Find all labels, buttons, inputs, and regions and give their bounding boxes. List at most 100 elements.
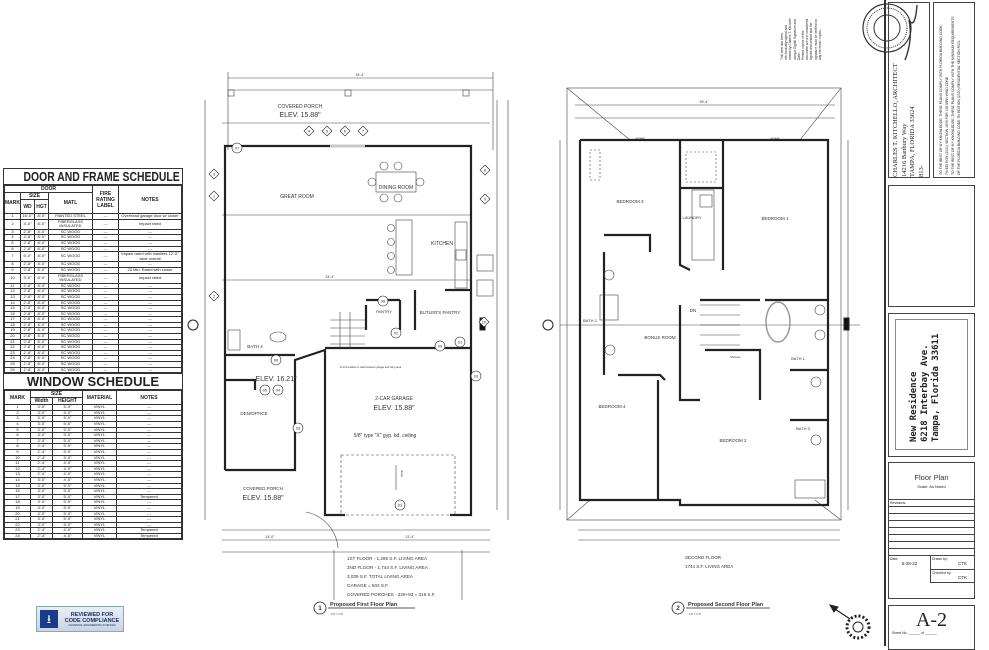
window-tag: 5 bbox=[321, 125, 333, 137]
door-cell: --- bbox=[118, 310, 182, 318]
door-cell: --- bbox=[118, 288, 182, 295]
door-tag: 07 bbox=[231, 142, 243, 154]
first-floor-plan bbox=[204, 72, 509, 553]
sheet-title: Floor Plan bbox=[914, 473, 949, 482]
door-tag: 05 bbox=[259, 384, 271, 396]
project-address: 6218 Interbay Ave. bbox=[920, 344, 930, 442]
window-cell: --- bbox=[116, 432, 182, 439]
drawn-by-value: CTK bbox=[958, 561, 967, 566]
door-tag: 03 bbox=[292, 422, 304, 434]
tag-label: 6 bbox=[344, 129, 347, 134]
window-cell: --- bbox=[116, 437, 182, 445]
second-floor-plan bbox=[559, 87, 860, 541]
height-header: HEIGHT bbox=[52, 397, 83, 406]
checked-by-label: Checked by: bbox=[932, 571, 952, 575]
door-cell: Impact rated with sidelites 12'-0" wide … bbox=[118, 251, 182, 263]
window-cell: --- bbox=[116, 415, 182, 422]
door-cell: --- bbox=[118, 327, 182, 335]
window-cell: --- bbox=[116, 482, 182, 490]
room-label-bath-4: BATH 4 bbox=[247, 344, 263, 349]
seal-note-line: any electronic copies. bbox=[817, 29, 822, 60]
window-tag: 2 bbox=[208, 290, 220, 302]
door-schedule-title: DOOR AND FRAME SCHEDULE bbox=[23, 169, 180, 184]
door-cell: Impact rated bbox=[118, 272, 182, 284]
shelves-note: Shelves bbox=[730, 355, 741, 359]
window-cell: Tempered bbox=[116, 493, 182, 501]
matl-header: MATL bbox=[48, 192, 93, 214]
architect-seal bbox=[862, 3, 918, 61]
tag-label: 7 bbox=[362, 129, 365, 134]
door-tag: 02 bbox=[390, 327, 402, 339]
tag-label: 05 bbox=[263, 388, 268, 393]
code-compliance-box: TO THE BEST OF MY KNOWLEDGE, THESE PLANS… bbox=[933, 2, 975, 178]
door-tag: 10 bbox=[470, 370, 482, 382]
window-cell: --- bbox=[116, 460, 182, 467]
window-cell: Tempered bbox=[116, 532, 182, 540]
window-cell: --- bbox=[116, 404, 182, 411]
blank-box bbox=[888, 185, 975, 307]
dimension-label: 34'-4" bbox=[356, 73, 366, 77]
window-cell: --- bbox=[116, 504, 182, 512]
plan-number: 2 bbox=[676, 606, 680, 612]
revisions-label: Revisions: bbox=[889, 499, 974, 506]
window-tag: 9 bbox=[479, 193, 491, 205]
seal-note-line: sealed by Charles T. Kitchello bbox=[788, 18, 793, 60]
sheet-no-label: Sheet No. ______ of ______ bbox=[892, 631, 937, 635]
project-city: Tampa, Florida 33611 bbox=[931, 333, 941, 442]
window-cell: --- bbox=[116, 449, 182, 456]
seal-note-line: signed and sealed and the bbox=[809, 22, 814, 60]
window-tag: 4 bbox=[303, 125, 315, 137]
room-label-bedroom-1: BEDROOM 1 bbox=[761, 216, 789, 221]
dimension-label: 14'-0" bbox=[266, 535, 276, 539]
door-tag: 09 bbox=[434, 340, 446, 352]
architect-box: CHARLES T. KITCHELLO, ARCHITECT 14216 Ba… bbox=[888, 2, 930, 178]
drawn-by-label: Drawn by: bbox=[932, 557, 948, 561]
badge-line1: REVIEWED FOR bbox=[70, 611, 114, 618]
checked-by-value: CTK bbox=[958, 575, 967, 580]
area-note: GARAGE = 502 S.F. bbox=[347, 583, 389, 588]
title-block-border bbox=[884, 0, 886, 646]
tag-label: 1 bbox=[213, 194, 216, 199]
plan-title-first-floor: Proposed First Floor Plan bbox=[330, 602, 398, 608]
dimension-label: 21'-4" bbox=[406, 535, 416, 539]
area-note: SECOND FLOOR bbox=[685, 555, 722, 560]
room-label-den-office: DEN/OFFICE bbox=[240, 411, 267, 416]
door-cell: --- bbox=[118, 261, 182, 268]
north-arrow-icon bbox=[828, 604, 871, 640]
door-cell: --- bbox=[118, 282, 182, 290]
area-note: 2ND FLOOR - 1,744 S.F. LIVING AREA bbox=[347, 565, 429, 570]
project-name: New Residence bbox=[909, 371, 919, 442]
window-cell: --- bbox=[116, 443, 182, 450]
window-cell: --- bbox=[116, 426, 182, 434]
insulation-note: R-13 insulation in walls between garage … bbox=[340, 366, 402, 369]
elevation-label: ELEV. 15.88" bbox=[279, 112, 321, 119]
door-tag: 01 bbox=[394, 499, 406, 511]
window-schedule-title: WINDOW SCHEDULE bbox=[4, 374, 182, 391]
tag-label: 10 bbox=[474, 374, 479, 379]
room-label-pantry: PANTRY bbox=[376, 309, 392, 314]
room-label-kitchen: KITCHEN bbox=[431, 241, 453, 247]
window-tag: 7 bbox=[357, 125, 369, 137]
room-label-bath-2: BATH 2 bbox=[583, 318, 597, 323]
